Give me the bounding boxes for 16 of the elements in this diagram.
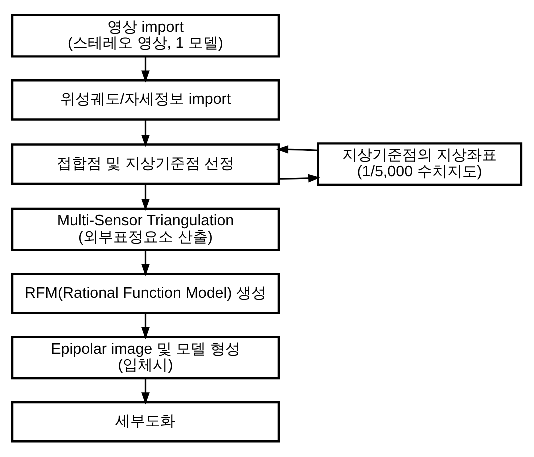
arrow [142,378,150,405]
arrow [142,313,150,340]
arrow [142,56,150,83]
node-box: RFM(Rational Function Model) 생성 [11,273,280,314]
node-box: 지상기준점의 지상좌표 (1/5,000 수치지도) [317,142,523,186]
node-box: 세부도화 [11,401,280,443]
node-box: 위성궤도/자세정보 import [11,80,280,121]
node-box: 접합점 및 지상기준점 선정 [11,144,280,185]
arrow [142,184,150,211]
arrow [142,120,150,148]
arrow [279,174,321,183]
node-box: Epipolar image 및 모델 형성 (입체시) [11,336,280,380]
arrow [142,250,150,276]
arrow [276,145,318,154]
node-box: 영상 import (스테레오 영상, 1 모델) [11,14,280,58]
node-box: Multi-Sensor Triangulation (외부표정요소 산출) [11,208,280,252]
